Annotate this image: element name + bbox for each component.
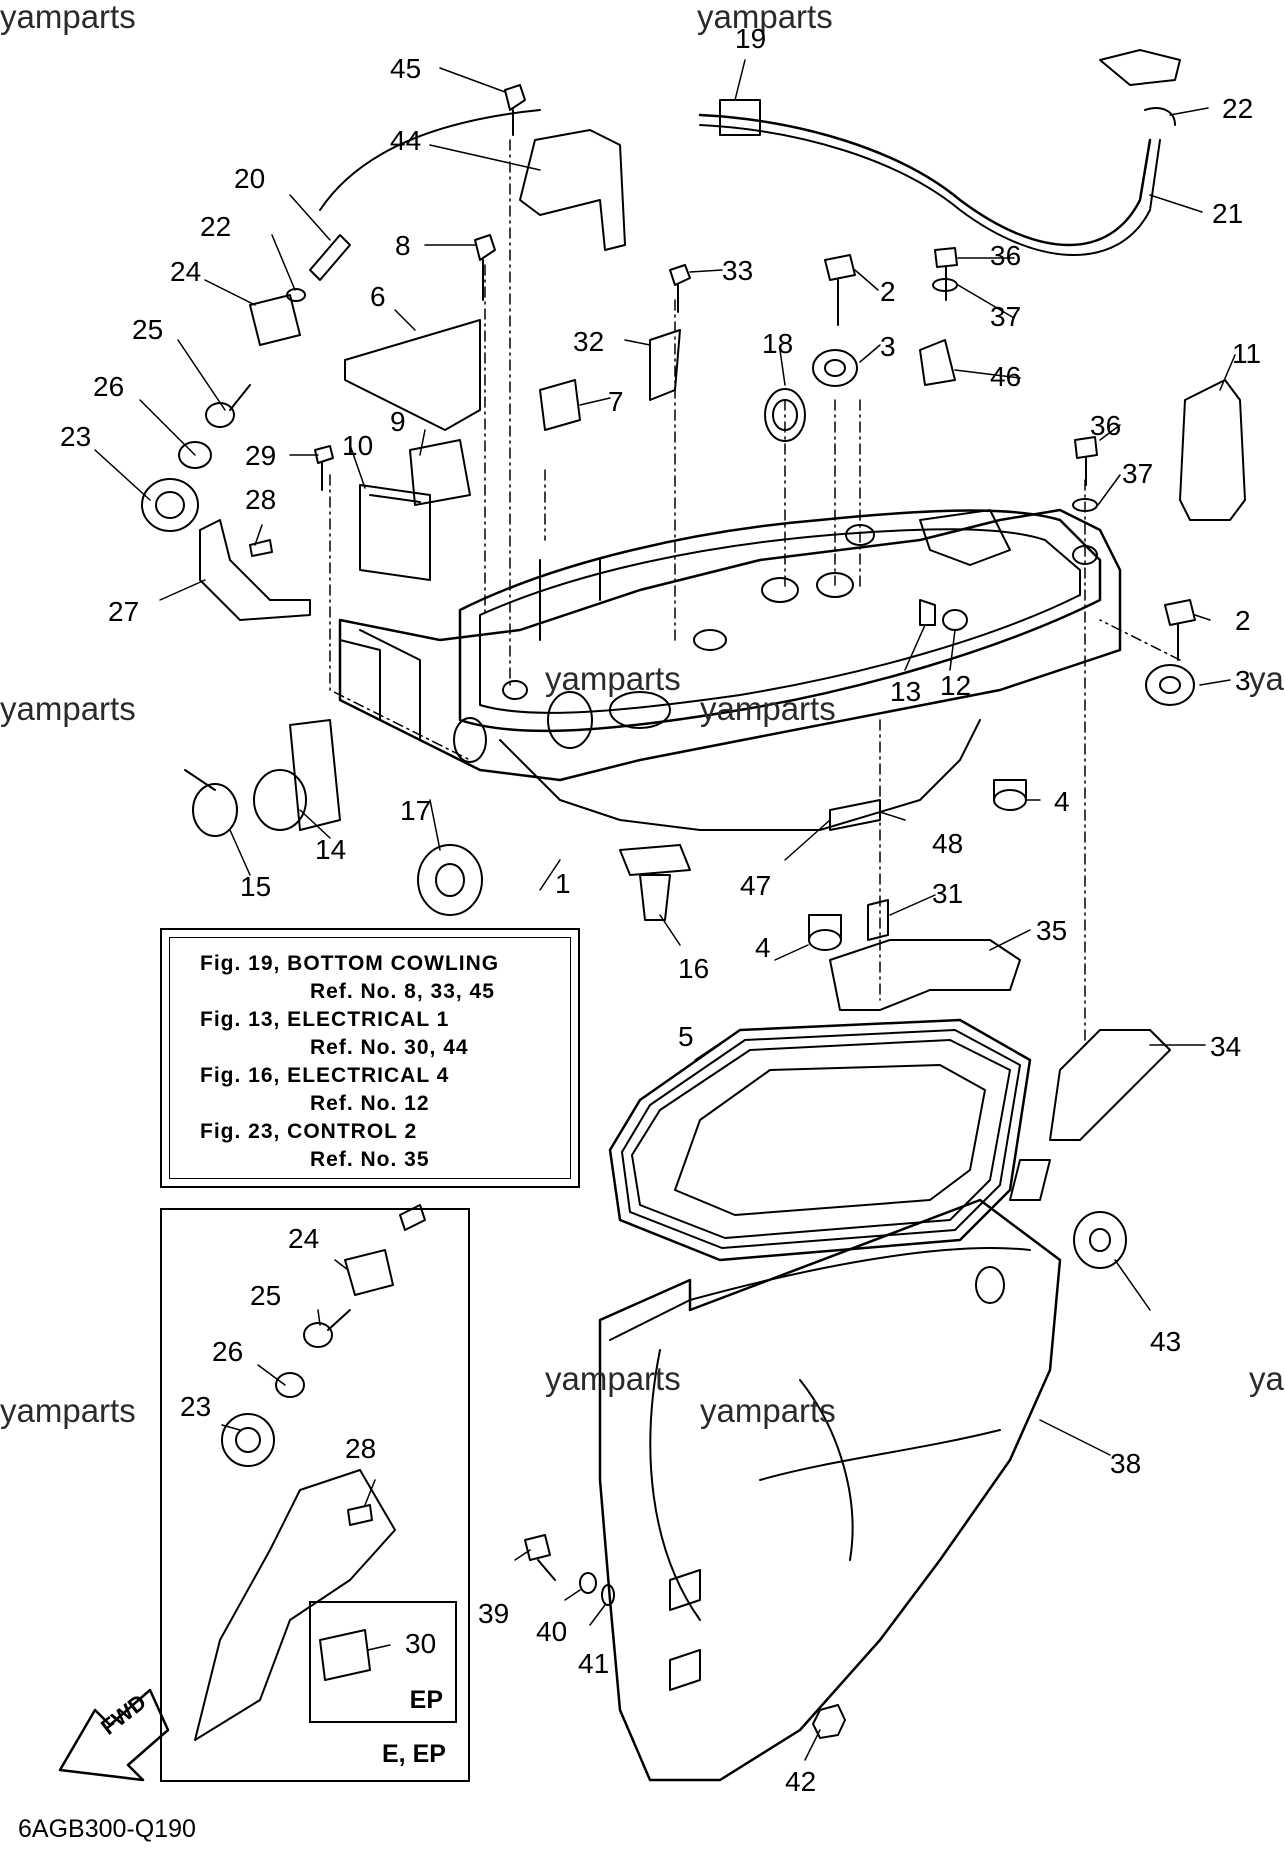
callout-27: 27	[108, 596, 140, 627]
variant-label: E, EP	[382, 1740, 446, 1768]
callout-3: 3	[1235, 665, 1251, 696]
callout-11: 11	[1232, 338, 1262, 369]
callout-2: 2	[1235, 605, 1251, 636]
watermark: ya	[1249, 660, 1284, 697]
ref-line-fig19: Fig. 19, BOTTOM COWLING	[200, 952, 500, 975]
callout-2: 2	[880, 276, 896, 307]
callout-37: 37	[1122, 458, 1154, 489]
callout-1: 1	[555, 868, 571, 899]
watermark: yamparts	[697, 0, 833, 35]
callout-43: 43	[1150, 1326, 1182, 1357]
leader-dashes	[329, 139, 1181, 1041]
callout-7: 7	[608, 386, 624, 417]
callout-29: 29	[245, 440, 277, 471]
ref-line-fig23: Fig. 23, CONTROL 2	[200, 1120, 418, 1143]
callout-39: 39	[478, 1598, 510, 1629]
callout-36: 36	[1090, 410, 1122, 441]
callout-34: 34	[1210, 1031, 1242, 1062]
callout-16: 16	[678, 953, 710, 984]
callout-25: 25	[250, 1280, 282, 1311]
watermark: yamparts	[700, 690, 836, 727]
cross-reference-inner-frame	[169, 937, 571, 1179]
callout-15: 15	[240, 871, 272, 902]
ref-line-fig16: Fig. 16, ELECTRICAL 4	[200, 1064, 450, 1087]
cross-reference-box: Fig. 19, BOTTOM COWLING Ref. No. 8, 33, …	[160, 928, 580, 1188]
inset-parts	[194, 1204, 426, 1741]
callout-28: 28	[245, 484, 277, 515]
ref-line-fig19-refs: Ref. No. 8, 33, 45	[310, 980, 495, 1003]
callout-31: 31	[932, 878, 964, 909]
callout-25: 25	[132, 314, 164, 345]
callout-44: 44	[390, 125, 422, 156]
callout-42: 42	[785, 1766, 817, 1797]
callout-8: 8	[395, 230, 411, 261]
callout-38: 38	[1110, 1448, 1142, 1479]
callout-4: 4	[755, 932, 771, 963]
callout-20: 20	[234, 163, 266, 194]
callout-23: 23	[180, 1391, 212, 1422]
watermark: yamparts	[0, 0, 136, 35]
lower-shell	[598, 1198, 1062, 1782]
callout-14: 14	[315, 834, 347, 865]
callout-12: 12	[940, 670, 972, 701]
callout-5: 5	[678, 1021, 694, 1052]
callout-17: 17	[400, 795, 432, 826]
callout-9: 9	[390, 406, 406, 437]
callout-35: 35	[1036, 915, 1068, 946]
callout-33: 33	[722, 255, 754, 286]
callout-30: 30	[405, 1628, 437, 1659]
small-parts	[141, 84, 1246, 1739]
ref-line-fig13-refs: Ref. No. 30, 44	[310, 1036, 469, 1059]
callout-18: 18	[762, 328, 794, 359]
callout-6: 6	[370, 281, 386, 312]
callout-19: 19	[735, 23, 767, 54]
ref-line-fig23-refs: Ref. No. 35	[310, 1148, 430, 1171]
watermark: yamparts	[545, 660, 681, 697]
ref-line-fig16-refs: Ref. No. 12	[310, 1092, 430, 1115]
callout-26: 26	[93, 371, 125, 402]
watermark: ya	[1249, 1360, 1284, 1397]
ep-label: EP	[409, 1686, 443, 1714]
callout-21: 21	[1212, 198, 1244, 229]
callout-47: 47	[740, 870, 772, 901]
callout-24: 24	[170, 256, 202, 287]
callout-22: 22	[200, 211, 232, 242]
leader-lines	[94, 59, 1236, 1761]
watermark: yamparts	[545, 1360, 681, 1397]
callout-37: 37	[990, 301, 1022, 332]
watermark: yamparts	[700, 1392, 836, 1429]
ref-line-fig13: Fig. 13, ELECTRICAL 1	[200, 1008, 450, 1031]
callout-24: 24	[288, 1223, 320, 1254]
ep-inset-box: EP	[309, 1601, 457, 1723]
seal-gasket	[608, 1018, 1032, 1262]
watermark: yamparts	[0, 690, 136, 727]
callout-26: 26	[212, 1336, 244, 1367]
watermark: yamparts	[0, 1392, 136, 1429]
callout-13: 13	[890, 676, 922, 707]
callout-41: 41	[578, 1648, 610, 1679]
fuel-hose	[319, 49, 1181, 256]
brackets	[829, 939, 1171, 1201]
fwd-arrow-icon	[58, 1688, 170, 1782]
diagram-code: 6AGB300-Q190	[18, 1815, 196, 1843]
callout-22: 22	[1222, 93, 1254, 124]
callout-46: 46	[990, 361, 1022, 392]
callout-48: 48	[932, 828, 964, 859]
callout-36: 36	[990, 240, 1022, 271]
bottom-cowling	[338, 508, 1122, 831]
callout-28: 28	[345, 1433, 377, 1464]
callout-3: 3	[880, 331, 896, 362]
callout-32: 32	[573, 326, 605, 357]
callout-45: 45	[390, 53, 422, 84]
callout-4: 4	[1054, 786, 1070, 817]
callout-10: 10	[342, 430, 374, 461]
callout-40: 40	[536, 1616, 568, 1647]
callout-23: 23	[60, 421, 92, 452]
variant-inset-box	[160, 1208, 470, 1782]
